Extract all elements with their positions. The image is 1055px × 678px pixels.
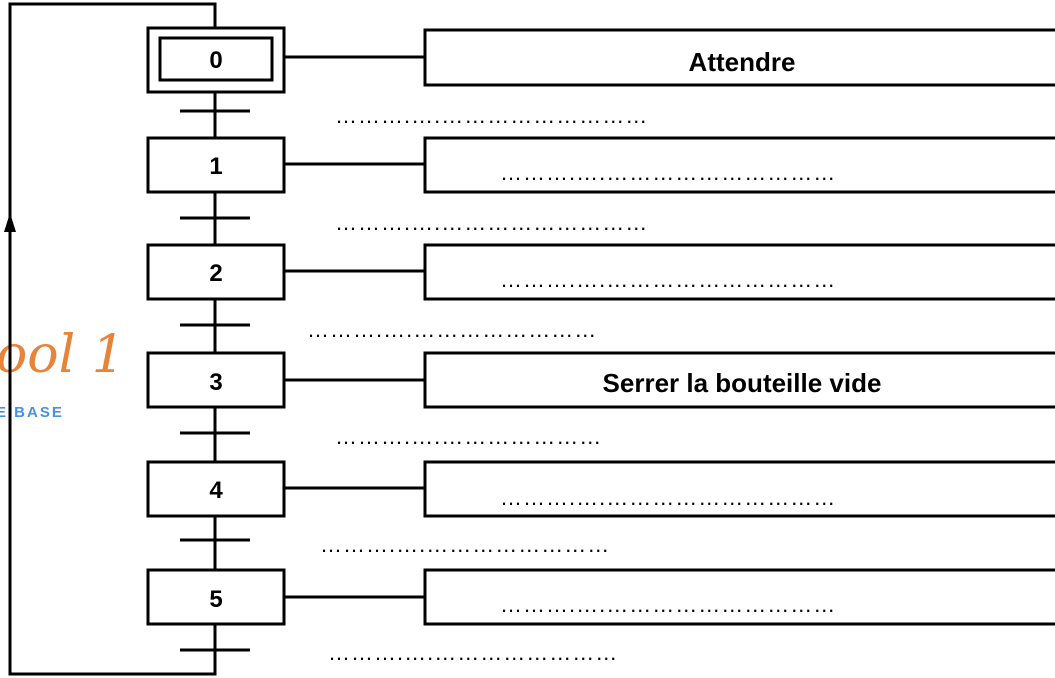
step-number: 2: [209, 260, 222, 287]
loop-back-arrow-icon: [4, 213, 16, 232]
transition-label-5: ……….….……………………: [328, 640, 618, 665]
action-text: ……….….…………………………: [500, 485, 836, 510]
step-3: 3: [146, 351, 286, 409]
step-number: 3: [209, 369, 222, 396]
action-3: Serrer la bouteille vide: [423, 351, 1055, 409]
action-text: ……….….…………………………: [500, 267, 836, 292]
transition-label-3: ……….….…………………: [335, 424, 602, 449]
watermark-logo-text: ool 1: [0, 325, 125, 385]
transition-label-4: ……….….……………………: [320, 532, 610, 557]
transition-bars: [180, 109, 250, 652]
step-number: 1: [209, 153, 222, 180]
watermark-logo-subtext: E BASE: [0, 404, 64, 421]
action-text: ……….….…………………………: [500, 592, 836, 617]
loop-back-line: [8, 2, 217, 676]
action-4: ……….….…………………………: [423, 460, 1055, 518]
action-text: Attendre: [689, 47, 796, 77]
transition-label-2: ……….….……………………: [307, 317, 597, 342]
step-2: 2: [146, 243, 286, 301]
action-2: ……….….…………………………: [423, 243, 1055, 301]
action-5: ……….….…………………………: [423, 568, 1055, 626]
action-0: Attendre: [423, 28, 1055, 87]
action-text: Serrer la bouteille vide: [603, 368, 882, 398]
step-0: 0: [146, 26, 286, 94]
transition-label-0: ……….….………………………: [335, 103, 648, 128]
action-text: ……….….…………………………: [500, 160, 836, 185]
action-1: ……….….…………………………: [423, 136, 1055, 194]
step-number: 4: [209, 477, 223, 504]
step-5: 5: [146, 568, 286, 626]
step-number: 5: [209, 586, 222, 613]
step-4: 4: [146, 460, 286, 518]
step-1: 1: [146, 136, 286, 194]
transition-label-1: ……….….………………………: [335, 210, 648, 235]
step-number: 0: [209, 47, 222, 74]
